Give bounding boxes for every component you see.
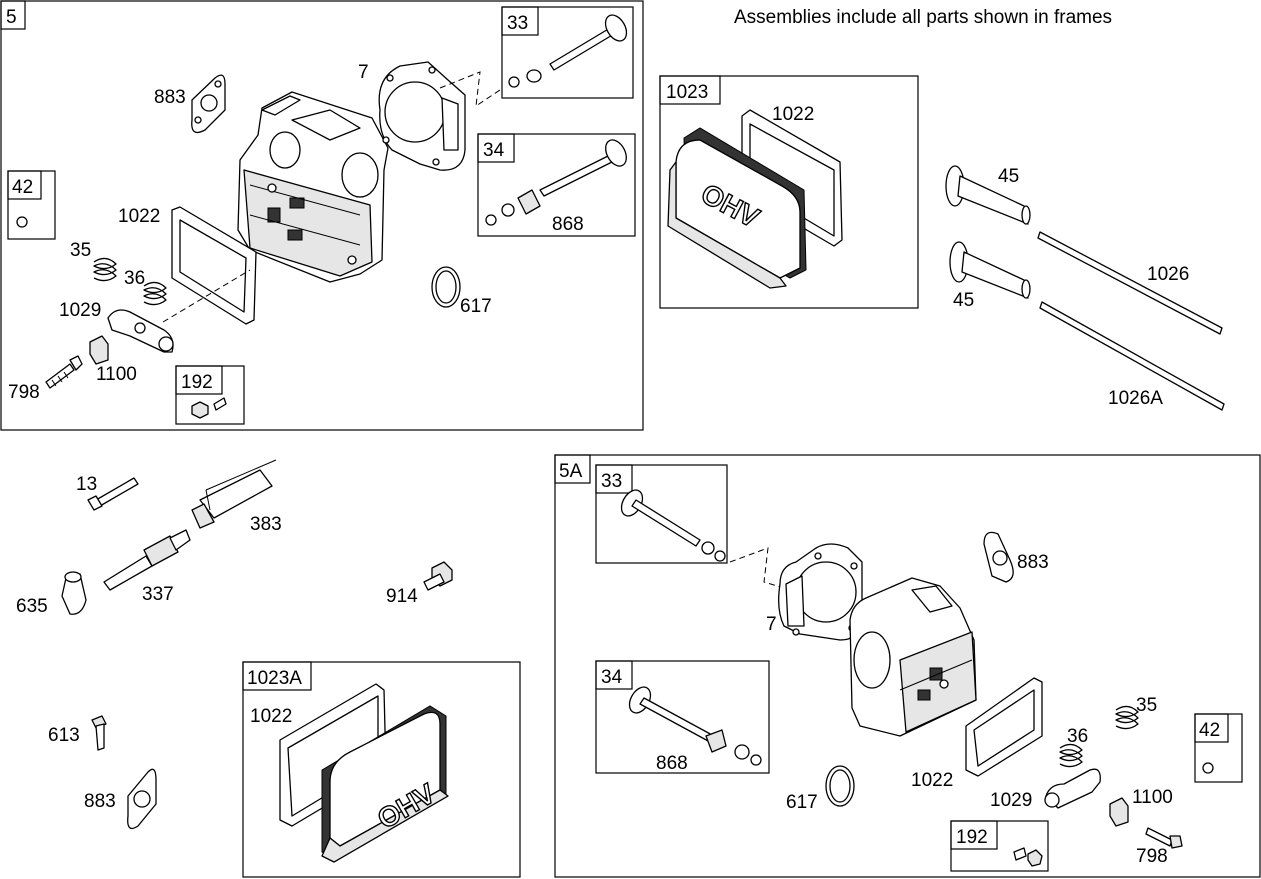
valve-cover-icon: OHV — [667, 127, 807, 289]
label-1022: 1022 — [772, 104, 814, 125]
label-35: 35 — [70, 240, 91, 261]
frame-tag-192: 192 — [181, 372, 213, 393]
frame-tag-34: 34 — [483, 140, 505, 161]
spring-icon — [1059, 705, 1139, 768]
screw-icon — [1145, 827, 1183, 849]
label-36: 36 — [1067, 726, 1088, 747]
screw-icon — [87, 477, 139, 511]
rocker-arm-icon — [107, 309, 174, 353]
rocker-guide-icon — [1109, 797, 1129, 827]
label-883: 883 — [154, 87, 186, 108]
label-883: 883 — [84, 791, 116, 812]
spring-icon — [93, 257, 167, 306]
label-617: 617 — [460, 296, 492, 317]
valve-kit-34: 34 868 — [477, 133, 636, 237]
label-617: 617 — [786, 792, 818, 813]
frame-tag-5: 5 — [6, 7, 17, 28]
head-gasket-icon — [778, 543, 863, 641]
label-45: 45 — [953, 290, 974, 311]
spark-plug-boot-icon — [61, 571, 87, 615]
frame-tag-5A: 5A — [559, 461, 583, 482]
frame-tag-1023: 1023 — [666, 82, 708, 103]
valve-kit-33: 33 — [501, 6, 634, 99]
screw-icon — [91, 715, 107, 751]
assembly-1023: 1023 OHV 1022 — [659, 75, 919, 309]
label-1022: 1022 — [250, 706, 292, 727]
frame-tag-192: 192 — [956, 827, 988, 848]
valve-icon — [628, 686, 762, 766]
assembly-1023A: 1023A OHV 1022 — [242, 661, 521, 878]
frame-tag-1023A: 1023A — [247, 668, 302, 689]
gasket-icon — [983, 531, 1014, 583]
valve-cover-gasket-icon — [171, 206, 257, 325]
label-868: 868 — [552, 214, 584, 235]
label-383: 383 — [250, 514, 282, 535]
label-1026A: 1026A — [1108, 388, 1163, 409]
label-635: 635 — [16, 596, 48, 617]
screw-icon — [45, 355, 83, 389]
label-13: 13 — [76, 474, 97, 495]
label-613: 613 — [48, 725, 80, 746]
label-868: 868 — [656, 753, 688, 774]
label-36: 36 — [124, 268, 145, 289]
assembly-note: Assemblies include all parts shown in fr… — [734, 7, 1112, 28]
frame-tag-33: 33 — [601, 471, 622, 492]
label-1100: 1100 — [96, 364, 137, 385]
valve-cover-gasket-icon — [965, 677, 1043, 777]
label-1022: 1022 — [118, 206, 160, 227]
spark-plug-icon — [103, 529, 191, 591]
head-gasket-icon — [378, 61, 466, 171]
label-7: 7 — [766, 614, 777, 635]
label-1029: 1029 — [990, 790, 1032, 811]
label-337: 337 — [142, 584, 174, 605]
rocker-guide-icon — [89, 335, 109, 365]
screw-icon — [423, 561, 453, 591]
push-rod-group — [945, 165, 1225, 411]
label-45: 45 — [998, 166, 1019, 187]
frame-tag-33: 33 — [507, 13, 528, 34]
push-rod-icon — [1037, 231, 1223, 335]
gasket-icon — [191, 74, 226, 134]
rocker-arm-icon — [1044, 768, 1101, 809]
valve-icon — [620, 489, 726, 562]
frame-tag-42: 42 — [1199, 720, 1220, 741]
valve-icon — [485, 139, 627, 226]
label-798: 798 — [1136, 846, 1168, 867]
label-35: 35 — [1136, 695, 1157, 716]
frame-tag-42: 42 — [12, 177, 33, 198]
push-rod-icon — [1039, 301, 1225, 411]
label-1022: 1022 — [911, 770, 953, 791]
kit-192: 192 — [175, 365, 245, 425]
ground-switch-icon — [191, 459, 277, 529]
label-1026: 1026 — [1147, 264, 1189, 285]
label-883: 883 — [1017, 552, 1049, 573]
label-7: 7 — [358, 62, 369, 83]
label-798: 798 — [8, 382, 40, 403]
kit-42: 42 — [7, 170, 56, 240]
label-1029: 1029 — [59, 300, 101, 321]
frame-tag-34: 34 — [601, 667, 623, 688]
cylinder-head-icon — [849, 577, 977, 737]
valve-icon — [508, 14, 628, 88]
label-1100: 1100 — [1132, 787, 1173, 808]
gasket-icon — [127, 768, 157, 830]
cylinder-head-icon — [237, 91, 389, 283]
label-914: 914 — [386, 586, 418, 607]
assembly-5: 5 883 — [0, 0, 644, 431]
assembly-5A: 5A 33 34 868 — [554, 454, 1261, 878]
